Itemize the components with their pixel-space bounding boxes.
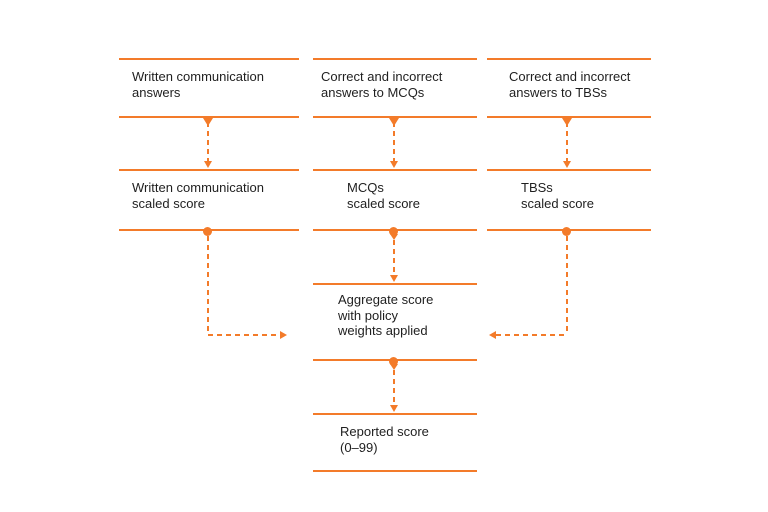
arrowhead-down-icon	[563, 161, 571, 168]
node-label: Written communication scaled score	[132, 180, 264, 211]
dashed-stem	[393, 370, 395, 406]
flow-start-marker	[389, 357, 398, 366]
flow-start-marker	[389, 227, 398, 236]
arrowhead-right-icon	[280, 331, 287, 339]
arrowhead-down-icon	[204, 161, 212, 168]
dashed-stem	[207, 122, 209, 162]
flow-start-marker	[390, 364, 398, 370]
dashed-stem	[393, 240, 395, 276]
node-label: Correct and incorrect answers to MCQs	[321, 69, 443, 100]
node-tbs-answers: Correct and incorrect answers to TBSs	[487, 58, 651, 118]
dashed-stem	[566, 122, 568, 162]
arrowhead-down-icon	[390, 405, 398, 412]
node-tbs-scaled-score: TBSs scaled score	[487, 169, 651, 231]
flow-start-marker	[203, 227, 212, 236]
node-label: Aggregate score with policy weights appl…	[338, 292, 434, 338]
arrowhead-down-icon	[390, 161, 398, 168]
flow-start-marker	[562, 227, 571, 236]
node-label: Written communication answers	[132, 69, 264, 100]
node-label: TBSs scaled score	[521, 180, 594, 211]
node-label: MCQs scaled score	[347, 180, 420, 211]
node-label: Reported score (0–99)	[340, 424, 429, 455]
dashed-stem	[496, 334, 567, 336]
node-written-communication-answers: Written communication answers	[119, 58, 299, 118]
dashed-stem	[208, 334, 280, 336]
dashed-stem	[566, 236, 568, 335]
node-written-communication-scaled-score: Written communication scaled score	[119, 169, 299, 231]
dashed-stem	[393, 122, 395, 162]
node-reported-score: Reported score (0–99)	[313, 413, 477, 472]
arrowhead-left-icon	[489, 331, 496, 339]
node-mcq-scaled-score: MCQs scaled score	[313, 169, 477, 231]
flow-start-marker	[390, 234, 398, 240]
node-mcq-answers: Correct and incorrect answers to MCQs	[313, 58, 477, 118]
arrowhead-down-icon	[390, 275, 398, 282]
dashed-stem	[207, 236, 209, 335]
node-aggregate-score: Aggregate score with policy weights appl…	[313, 283, 477, 361]
node-label: Correct and incorrect answers to TBSs	[509, 69, 631, 100]
